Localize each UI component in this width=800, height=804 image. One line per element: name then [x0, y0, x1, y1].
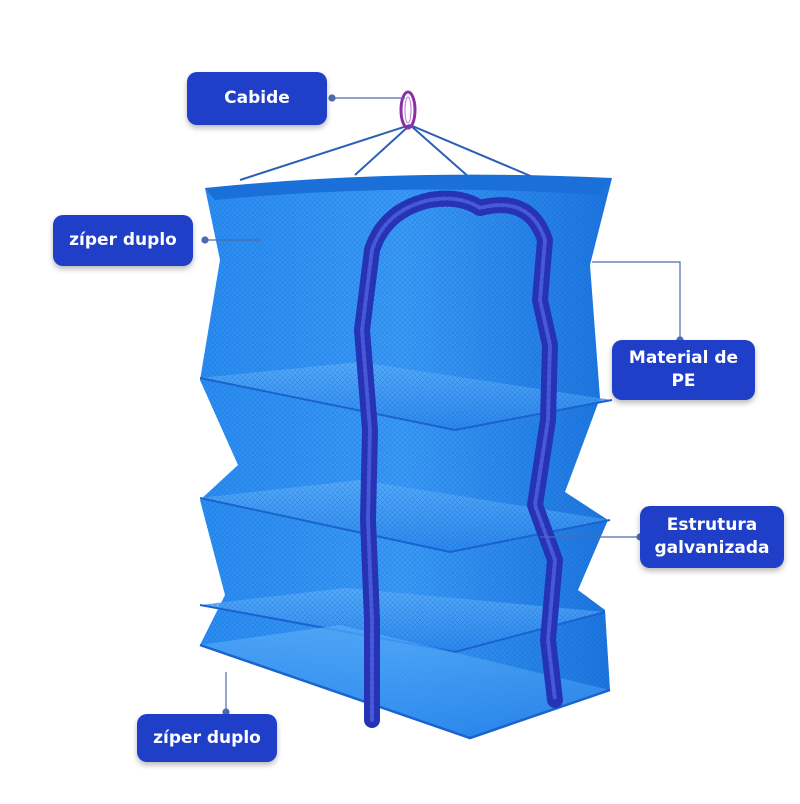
label-ziper-duplo-bottom-text: zíper duplo	[153, 727, 261, 748]
label-material-pe: Material de PE	[612, 340, 755, 400]
hanger-strings	[239, 124, 541, 181]
zipper	[354, 190, 563, 728]
label-estrutura-galvanizada-text: Estrutura galvanizada	[654, 515, 770, 558]
label-ziper-duplo-top: zíper duplo	[53, 215, 193, 266]
label-estrutura-galvanizada: Estrutura galvanizada	[640, 506, 784, 568]
label-material-pe-text: Material de PE	[628, 348, 739, 391]
shelves	[199, 362, 613, 740]
carabiner-hook	[399, 90, 417, 130]
label-cabide: Cabide	[187, 72, 327, 125]
label-ziper-duplo-bottom: zíper duplo	[137, 714, 277, 762]
label-cabide-text: Cabide	[224, 88, 290, 109]
label-ziper-duplo-top-text: zíper duplo	[69, 230, 177, 251]
top-rim	[205, 174, 612, 200]
